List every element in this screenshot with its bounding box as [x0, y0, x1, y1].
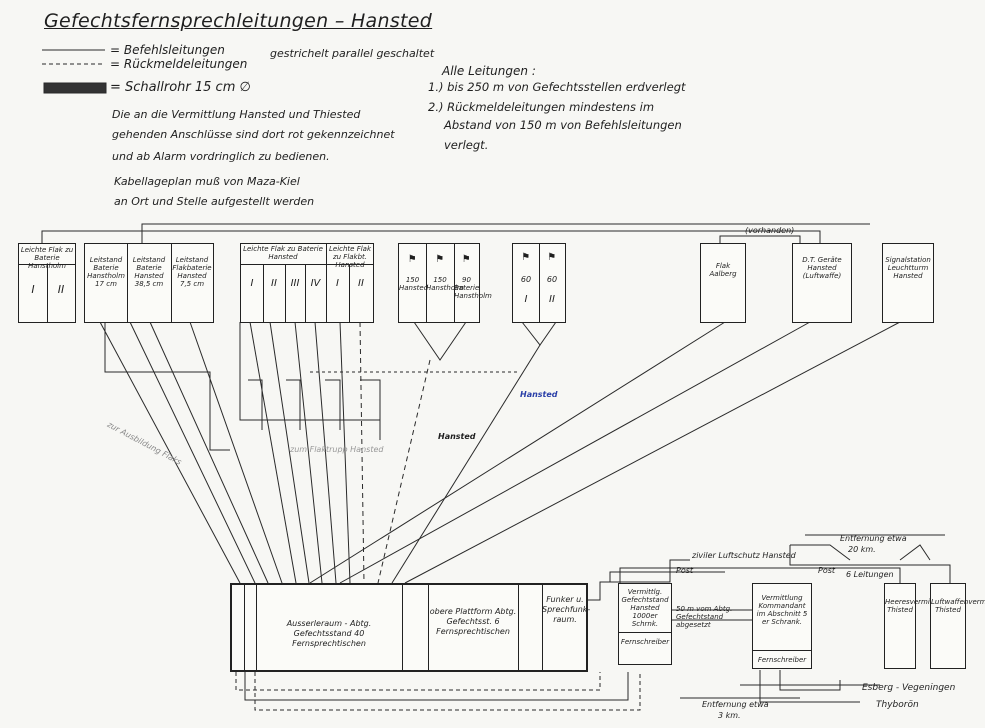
column-label: II — [549, 294, 555, 305]
main-room-label: Ausserleraum - Abtg. Gefechtsstand 40 Fe… — [286, 619, 372, 648]
box-text: Signalstation Leuchtturm Hansted — [885, 256, 931, 280]
column-label: 90 Baterie Hanstholm — [454, 276, 492, 300]
entfernung-label: Entfernung etwa — [840, 534, 907, 543]
column-label: 150 Hanstholm — [426, 276, 464, 292]
alle-line-2: 2.) Rückmeldeleitungen mindestens im — [428, 100, 655, 114]
column-label: 60 — [520, 275, 532, 284]
entfernung-label: Entfernung etwa — [702, 700, 769, 709]
note-line-1: Die an die Vermittlung Hansted und Thies… — [112, 108, 361, 121]
alle-line-4: verlegt. — [444, 138, 489, 152]
vermittlung-kommandant-box: Vermittlung Kommandant im Abschnitt 5 er… — [752, 583, 812, 669]
page-title: Gefechtsfernsprechleitungen – Hansted — [44, 10, 433, 32]
column-label: II — [271, 278, 277, 289]
thyboron-label: Thyborön — [876, 700, 919, 710]
legend-rueckmelde: = Rückmeldeleitungen — [110, 57, 248, 71]
annotation-hansted-black: Hansted — [438, 432, 476, 441]
fernschreiber-label: Fernschreiber — [757, 656, 807, 664]
column-label: Leitstand Baterie Hanstholm 17 cm — [87, 256, 125, 288]
vermittlung-label: Vermittlung Kommandant im Abschnitt 5 er… — [756, 594, 808, 626]
column-label: 150 Hansted — [399, 276, 429, 292]
alle-line-1: 1.) bis 250 m von Gefechtsstellen erdver… — [428, 80, 686, 94]
annotation-faint: zum Flaktrupp Hansted — [290, 445, 384, 454]
heeres-label: Heeresvermittlung Thisted — [885, 598, 951, 614]
note-line-4: Kabellageplan muß von Maza-Kiel — [114, 175, 300, 188]
legend-schallrohr: = Schallrohr 15 cm ∅ — [110, 80, 251, 95]
entfernung-value: 3 km. — [718, 711, 741, 720]
box-leitstand: Leitstand Baterie Hanstholm 17 cm Leitst… — [84, 243, 214, 323]
alle-head: Alle Leitungen : — [442, 64, 536, 78]
ziviler-luftschutz-label: ziviler Luftschutz Hansted — [692, 551, 796, 560]
box-title: Leichte Flak zu Baterie Hansted — [243, 245, 323, 261]
luftwaffenvermittlung-box: Luftwaffenvermittlung Thisted — [930, 583, 985, 669]
alle-line-3: Abstand von 150 m von Befehlsleitungen — [444, 118, 682, 132]
flag-icon: ⚑ — [462, 254, 471, 265]
column-label: Leitstand Flakbaterie Hansted 7,5 cm — [172, 256, 212, 288]
platform-label: obere Plattform Abtg. Gefechtsst. 6 Fern… — [429, 607, 517, 636]
flag-icon: ⚑ — [436, 254, 444, 265]
esberg-label: Esberg - Vegeningen — [862, 683, 956, 693]
vermittlung-label: Vermittlg. Gefechtstand Hansted 1000er S… — [621, 588, 669, 628]
column-label: III — [290, 278, 300, 289]
box-leichte-flak-hansted: Leichte Flak zu Baterie Hansted Leichte … — [240, 243, 374, 323]
box-scheinwerfer-60: ⚑ ⚑ 60 60 I II — [512, 243, 566, 323]
post-label: Post — [676, 566, 694, 575]
box-scheinwerfer: ⚑ ⚑ ⚑ 150 Hansted 150 Hanstholm 90 Bater… — [398, 243, 492, 323]
funker-label: Funker u. Sprechfunk- raum. — [542, 595, 591, 624]
column-label: I — [250, 278, 254, 289]
annotation-hansted-blue: Hansted — [520, 390, 558, 399]
vorhanden-label: (vorhanden) — [745, 226, 795, 235]
box-signalstation: Signalstation Leuchtturm Hansted — [882, 243, 934, 323]
column-label: I — [524, 294, 528, 305]
entfernung-value: 20 km. — [848, 545, 876, 554]
note-line-3: und ab Alarm vordringlich zu bedienen. — [112, 150, 330, 163]
column-label: II — [358, 278, 364, 289]
heeresvermittlung-box: Heeresvermittlung Thisted — [884, 583, 951, 669]
legend-befehl: = Befehlsleitungen — [110, 43, 225, 57]
flag-icon: ⚑ — [548, 252, 556, 263]
post-label: Post — [818, 566, 836, 575]
column-label: I — [31, 283, 35, 296]
note-line-2: gehenden Anschlüsse sind dort rot gekenn… — [112, 128, 395, 141]
box-text: D.T. Geräte Hansted (Luftwaffe) — [802, 256, 842, 280]
note-line-5: an Ort und Stelle aufgestellt werden — [114, 195, 315, 208]
column-label: Leitstand Baterie Hansted 38,5 cm — [132, 256, 166, 288]
flag-icon: ⚑ — [522, 252, 530, 263]
column-label: 60 — [546, 275, 558, 284]
luftwaffe-label: Luftwaffenvermittlung Thisted — [931, 598, 985, 614]
distance-note: 50 m vom Abtg. Gefechtstand abgesetzt — [676, 605, 733, 629]
box-dt-geraete: D.T. Geräte Hansted (Luftwaffe) — [792, 243, 852, 323]
flag-icon: ⚑ — [408, 254, 417, 265]
main-gefechtsstand-box: Ausserleraum - Abtg. Gefechtsstand 40 Fe… — [230, 583, 591, 672]
box-leichte-flak-hanstholm: Leichte Flak zu Baterie Hanstholm I II — [18, 243, 76, 323]
column-label: I — [336, 278, 339, 289]
legend-parallel: gestrichelt parallel geschaltet — [270, 47, 435, 60]
column-label: IV — [310, 278, 321, 289]
box-title: Leichte Flak zu Flakbt. Hansted — [328, 245, 372, 269]
leitungen-label: 6 Leitungen — [846, 570, 894, 579]
box-flak-aalberg: Flak Aalberg — [700, 243, 746, 323]
box-text: Flak Aalberg — [709, 262, 737, 278]
column-label: II — [57, 283, 65, 296]
fernschreiber-label: Fernschreiber — [620, 638, 670, 646]
vermittlung-gefechtstand-box: Vermittlg. Gefechtstand Hansted 1000er S… — [618, 583, 672, 665]
